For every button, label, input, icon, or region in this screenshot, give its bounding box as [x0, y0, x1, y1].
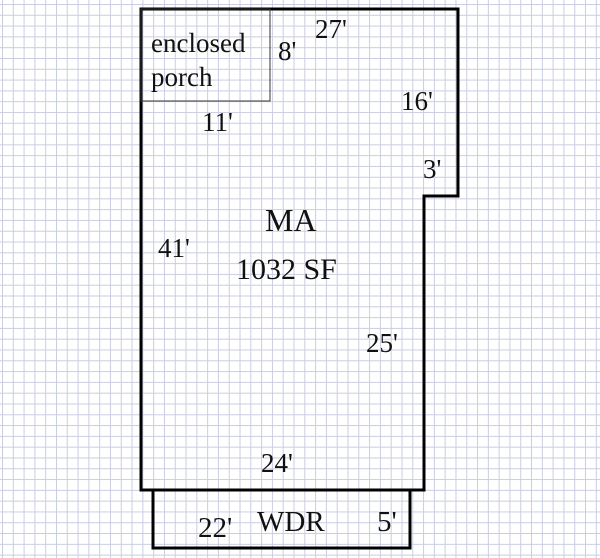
- wdr-depth: 5': [377, 506, 397, 538]
- dim-top: 27': [315, 14, 347, 44]
- dim-right-upper: 16': [401, 86, 433, 116]
- dim-right-lower: 25': [366, 328, 398, 358]
- porch-label-line2: porch: [151, 62, 213, 92]
- wdr-outline: [151, 490, 412, 550]
- dim-bottom: 24': [261, 448, 293, 478]
- main-area-outline: [139, 7, 460, 492]
- wdr-length: 22': [198, 512, 233, 544]
- porch-label-line1: enclosed: [151, 28, 246, 58]
- dim-notch: 3': [423, 154, 442, 184]
- porch-outline: [140, 8, 271, 102]
- main-area-label: MA: [265, 202, 317, 238]
- main-area-size: 1032 SF: [236, 253, 337, 286]
- wdr-label: WDR: [257, 506, 325, 538]
- dim-porch-bottom: 11': [202, 107, 233, 137]
- dim-left: 41': [158, 233, 190, 263]
- dim-porch-side: 8': [278, 36, 297, 66]
